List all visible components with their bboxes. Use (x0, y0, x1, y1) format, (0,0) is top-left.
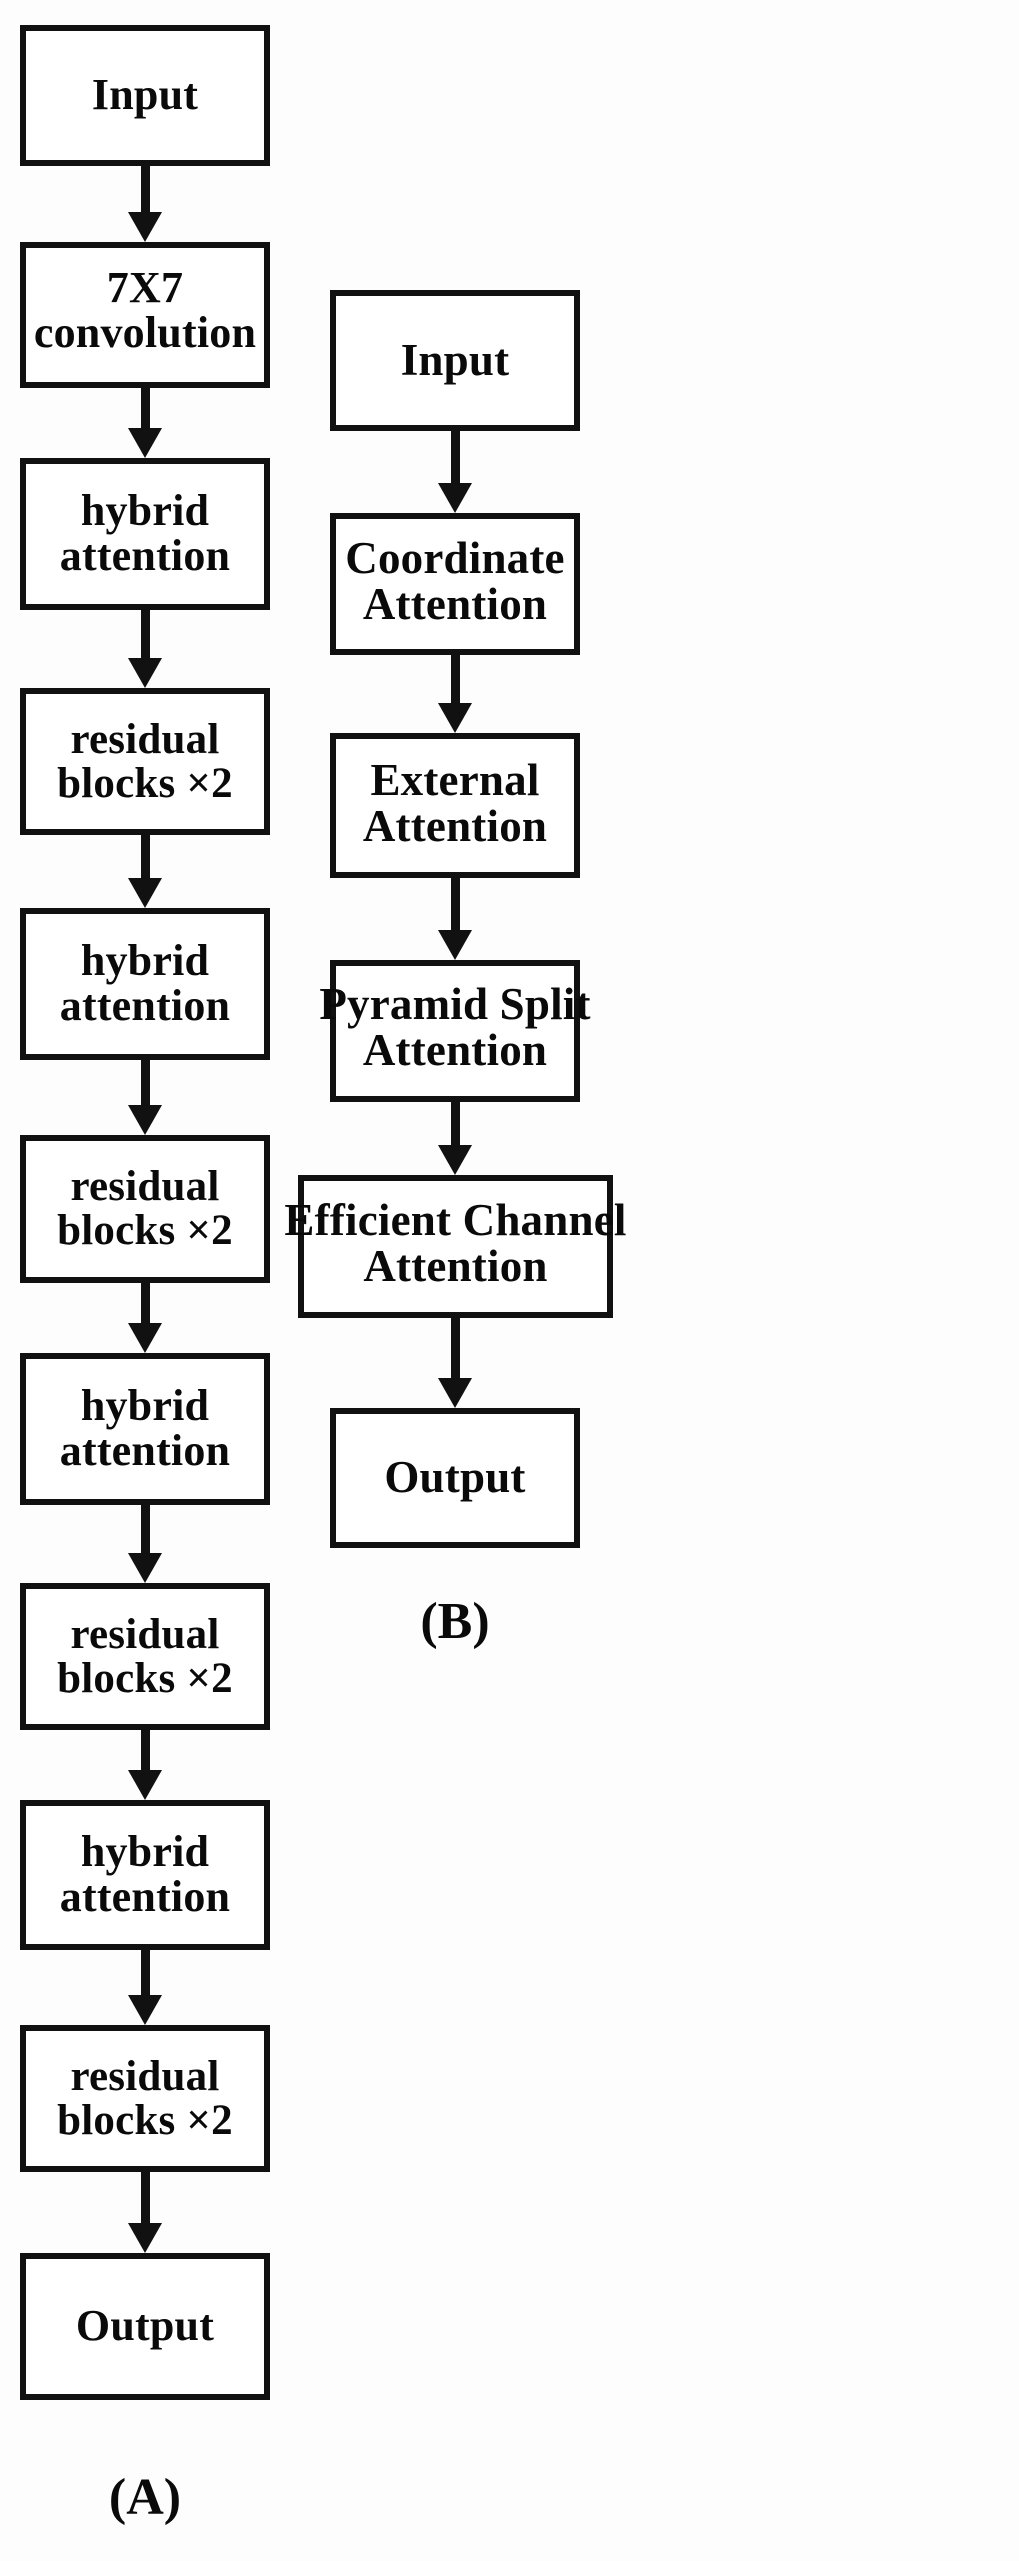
node-label-line1: residual (70, 1163, 220, 1211)
node-label-line2: attention (59, 1872, 231, 1921)
node-a-output: Output (20, 2253, 270, 2400)
node-label: Output (384, 1452, 526, 1503)
node-label-line1: residual (70, 2052, 220, 2100)
node-label-line2: blocks ×2 (57, 1207, 233, 1254)
node-label-line2: blocks ×2 (57, 759, 233, 807)
node-label-line2: Attention (363, 1240, 548, 1291)
node-label: Output (75, 2301, 215, 2351)
node-label: Input (400, 334, 510, 385)
node-a-input: Input (20, 25, 270, 166)
node-label-line1: hybrid (80, 486, 210, 536)
node-label-line1: Coordinate (345, 533, 565, 584)
node-label-line1: residual (70, 715, 220, 763)
node-label-line2: convolution (33, 308, 257, 357)
node-a-hybrid-2: hybrid attention (20, 908, 270, 1060)
node-label-line1: Efficient Channel (284, 1194, 627, 1245)
node-label-line1: hybrid (80, 1381, 210, 1431)
node-b-external-attention: External Attention (330, 733, 580, 878)
panel-b-label: (B) (420, 1593, 490, 1650)
node-b-pyramid-split-attention: Pyramid Split Attention (319, 960, 590, 1102)
node-a-conv7: 7X7 convolution (20, 242, 270, 388)
node-a-res-4: residual blocks ×2 (20, 2025, 270, 2172)
node-label-line2: attention (59, 981, 231, 1030)
node-label-line1: 7X7 (106, 263, 184, 313)
node-a-hybrid-1: hybrid attention (20, 458, 270, 610)
node-b-input: Input (330, 290, 580, 431)
node-a-res-2: residual blocks ×2 (20, 1135, 270, 1283)
node-label: Input (91, 70, 199, 120)
node-b-efficient-channel-attention: Efficient Channel Attention (284, 1175, 626, 1318)
node-a-hybrid-3: hybrid attention (20, 1353, 270, 1505)
node-label-line2: blocks ×2 (57, 2096, 233, 2144)
node-a-res-1: residual blocks ×2 (20, 688, 270, 835)
node-a-res-3: residual blocks ×2 (20, 1583, 270, 1730)
node-label-line1: residual (70, 1610, 220, 1658)
panel-a-label: (A) (108, 2469, 182, 2526)
node-b-coordinate-attention: Coordinate Attention (330, 513, 580, 655)
node-label-line1: External (370, 754, 540, 805)
node-label-line2: Attention (362, 800, 548, 851)
node-a-hybrid-4: hybrid attention (20, 1800, 270, 1950)
node-label-line2: attention (59, 531, 231, 580)
node-label-line1: hybrid (80, 1827, 210, 1877)
node-label-line2: Attention (362, 579, 548, 629)
node-label-line2: attention (59, 1426, 231, 1475)
node-b-output: Output (330, 1408, 580, 1548)
node-label-line2: blocks ×2 (57, 1654, 233, 1702)
node-label-line2: Attention (362, 1025, 548, 1075)
node-label-line1: hybrid (80, 936, 210, 986)
node-label-line1: Pyramid Split (319, 979, 591, 1030)
